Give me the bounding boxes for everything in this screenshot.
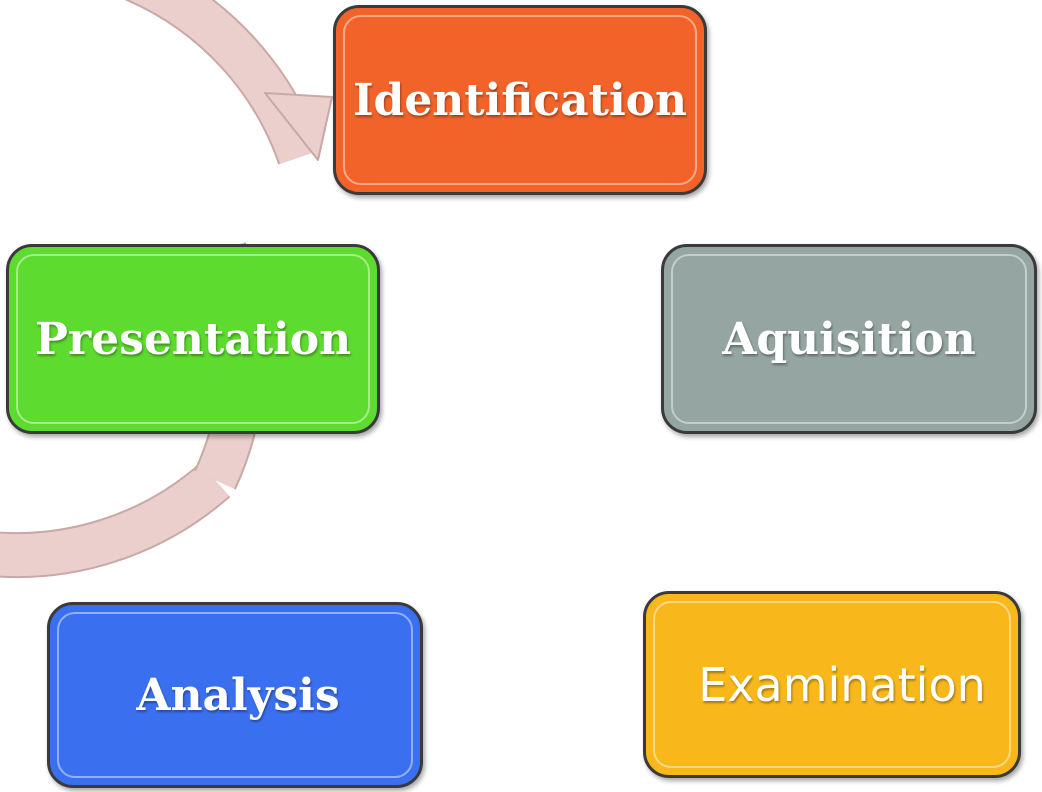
stage-analysis: Analysis: [47, 602, 423, 788]
stage-label-examination: Examination: [698, 657, 986, 712]
stage-label-identification: Identification: [352, 74, 688, 126]
stage-examination: Examination: [643, 591, 1021, 778]
stage-identification: Identification: [333, 5, 707, 195]
stage-label-analysis: Analysis: [136, 669, 340, 721]
stage-presentation: Presentation: [6, 244, 380, 434]
stage-label-presentation: Presentation: [34, 313, 352, 365]
cycle-arrowhead: [264, 92, 333, 161]
stage-aquisition: Aquisition: [661, 244, 1037, 434]
stage-label-aquisition: Aquisition: [722, 313, 976, 365]
